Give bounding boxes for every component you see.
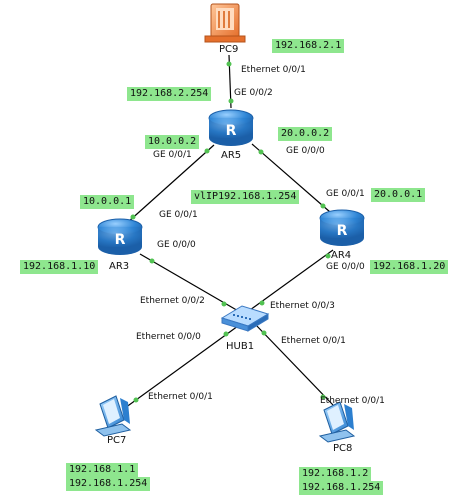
svg-text:R: R [226, 123, 237, 139]
port-label-ar5-ge002: GE 0/0/2 [234, 88, 273, 98]
link-ar5-ar4 [251, 143, 331, 213]
port-dot [259, 300, 265, 306]
ip-label-ar4-g1: 20.0.0.1 [371, 188, 426, 202]
ip-label-pc8-ip: 192.168.1.2 [299, 467, 372, 481]
pc7-icon[interactable] [94, 395, 132, 437]
port-dot [228, 98, 234, 104]
router-ar5-icon[interactable]: R [208, 109, 254, 146]
device-label-ar3: AR3 [109, 261, 130, 272]
ip-label-pc7-gateway: 192.168.1.254 [66, 477, 151, 491]
ip-label-ar5-g0: 20.0.0.2 [278, 127, 333, 141]
port-label-hub-eth001: Ethernet 0/0/1 [281, 336, 346, 346]
port-dot [320, 394, 326, 400]
ip-label-virtual-ip: vlIP192.168.1.254 [191, 190, 300, 204]
device-label-pc7: PC7 [107, 435, 127, 446]
port-dot [130, 214, 136, 220]
port-dot [320, 203, 326, 209]
pc9-icon[interactable] [204, 3, 246, 43]
link-ar5-ar3 [127, 144, 215, 223]
port-dot [261, 330, 267, 336]
svg-text:R: R [337, 223, 348, 239]
port-label-hub-eth003: Ethernet 0/0/3 [270, 301, 335, 311]
port-dot [325, 253, 331, 259]
port-dot [223, 331, 229, 337]
port-label-ar5-ge001: GE 0/0/1 [153, 150, 192, 160]
port-dot [258, 149, 264, 155]
port-label-ar4-ge000: GE 0/0/0 [326, 262, 365, 272]
ip-label-pc9: 192.168.2.1 [272, 39, 345, 53]
device-label-ar4: AR4 [331, 250, 352, 261]
port-label-hub-eth002: Ethernet 0/0/2 [140, 296, 205, 306]
port-dot [149, 258, 155, 264]
link-ar4-hub [249, 249, 334, 311]
device-label-hub1: HUB1 [226, 341, 255, 352]
ip-label-pc7-ip: 192.168.1.1 [66, 463, 139, 477]
ip-label-ar3-g1: 10.0.0.1 [80, 195, 135, 209]
device-label-pc9: PC9 [219, 44, 239, 55]
svg-text:R: R [115, 232, 126, 248]
hub1-icon[interactable] [220, 305, 270, 332]
port-dot [133, 397, 139, 403]
port-label-ar3-ge000: GE 0/0/0 [157, 240, 196, 250]
ip-label-pc8-gateway: 192.168.1.254 [299, 481, 384, 495]
link-hub-pc7 [124, 325, 239, 409]
port-label-pc9-eth: Ethernet 0/0/1 [241, 65, 306, 75]
port-dot [226, 61, 232, 67]
port-label-hub-eth000: Ethernet 0/0/0 [136, 332, 201, 342]
device-label-pc8: PC8 [333, 443, 353, 454]
port-label-pc7-eth: Ethernet 0/0/1 [148, 392, 213, 402]
pc8-icon[interactable] [318, 401, 356, 443]
ip-label-ar3-g0: 192.168.1.10 [20, 260, 99, 274]
ip-label-ar5-g2: 192.168.2.254 [127, 87, 212, 101]
ip-label-ar4-g0: 192.168.1.20 [370, 260, 449, 274]
port-label-ar5-ge000: GE 0/0/0 [286, 146, 325, 156]
router-ar3-icon[interactable]: R [97, 218, 143, 255]
router-ar4-icon[interactable]: R [319, 209, 365, 246]
port-label-pc8-eth: Ethernet 0/0/1 [320, 396, 385, 406]
link-hub-pc8 [254, 323, 334, 406]
device-label-ar5: AR5 [221, 150, 242, 161]
ip-label-ar5-g1: 10.0.0.2 [145, 135, 200, 149]
port-label-ar3-ge001: GE 0/0/1 [159, 210, 198, 220]
port-label-ar4-ge001: GE 0/0/1 [326, 189, 365, 199]
port-dot [221, 301, 227, 307]
port-dot [204, 148, 210, 154]
